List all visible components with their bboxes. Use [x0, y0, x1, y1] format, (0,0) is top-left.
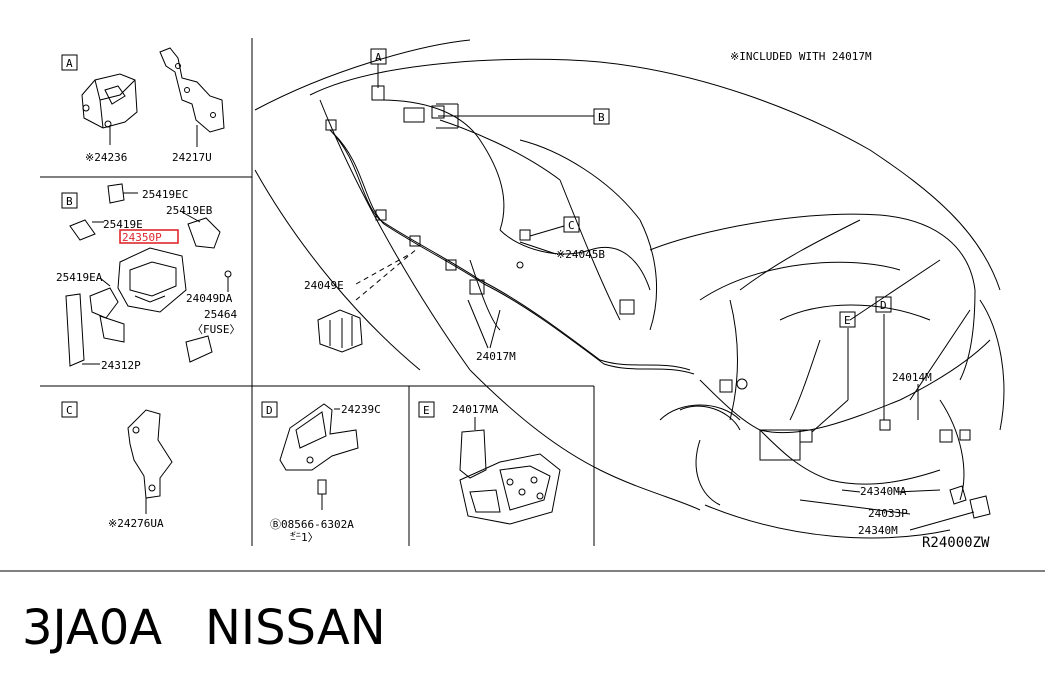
- part-label-fuse: 〈FUSE〉: [192, 323, 241, 336]
- part-24236-drawing: [81, 73, 138, 145]
- part-label-qty: ㌑1〉: [290, 530, 319, 544]
- part-label-24340m: 24340M: [858, 524, 898, 537]
- part-label-25419ec: 25419EC: [142, 188, 188, 201]
- part-label-24017m: 24017M: [476, 350, 516, 363]
- callout-a: A: [370, 48, 387, 65]
- panel-c: C ※24276UA: [61, 401, 173, 530]
- callout-c: C: [563, 216, 580, 233]
- part-label-24236: ※24236: [85, 151, 127, 164]
- part-label-24033p: 24033P: [868, 507, 908, 520]
- part-label-25419e: 25419E: [103, 218, 143, 231]
- part-label-24350p: 24350P: [122, 231, 162, 244]
- panel-d: D 24239C Ⓑ08566-6302A ㌑1〉: [261, 401, 381, 544]
- callout-b-letter: B: [598, 111, 605, 124]
- callout-b: B: [593, 108, 610, 125]
- drawing-code: R24000ZW: [922, 535, 990, 551]
- part-label-24049da: 24049DA: [186, 292, 233, 305]
- vehicle-body-drawing: [254, 39, 1005, 539]
- part-label-24014m: 24014M: [892, 371, 932, 384]
- part-label-25464: 25464: [204, 308, 237, 321]
- callout-e-letter: E: [844, 314, 851, 327]
- panel-e-letter: E: [423, 404, 430, 417]
- panel-c-letter: C: [66, 404, 73, 417]
- part-label-24340ma: 24340MA: [860, 485, 907, 498]
- panel-a-letter: A: [66, 57, 73, 70]
- panel-e: E 24017MA: [418, 401, 561, 525]
- callout-a-letter: A: [375, 51, 382, 64]
- part-24217u-drawing: [159, 47, 225, 147]
- part-24239c-drawing: [279, 403, 359, 510]
- part-label-24017ma: 24017MA: [452, 403, 499, 416]
- main-harness-drawing: [317, 85, 991, 519]
- callout-c-letter: C: [568, 219, 575, 232]
- panel-b: B 25419EC 25419EB 25419E 24350P 25419EA …: [56, 183, 241, 372]
- part-label-08566: Ⓑ08566-6302A: [270, 518, 354, 531]
- callout-e: E: [839, 311, 856, 328]
- part-label-25419eb: 25419EB: [166, 204, 213, 217]
- part-label-24276ua: ※24276UA: [108, 517, 164, 530]
- panel-d-letter: D: [266, 404, 273, 417]
- part-label-24045b: ※24045B: [556, 248, 605, 261]
- part-label-24049e: 24049E: [304, 279, 344, 292]
- footer-brand: NISSAN: [205, 600, 386, 656]
- part-label-25419ea: 25419EA: [56, 271, 103, 284]
- highlight-box-24350p: [119, 229, 179, 244]
- fuse-block-drawing: [65, 183, 232, 367]
- leader-lines: [355, 64, 975, 531]
- panel-b-letter: B: [66, 195, 73, 208]
- part-24276ua-drawing: [127, 409, 173, 514]
- footer-code: 3JA0A: [22, 600, 163, 656]
- header-note: ※INCLUDED WITH 24017M: [730, 50, 872, 63]
- part-24017ma-drawing: [459, 417, 561, 525]
- part-label-24239c: 24239C: [341, 403, 381, 416]
- callout-d: D: [875, 296, 892, 313]
- part-label-24312p: 24312P: [101, 359, 141, 372]
- panel-grid: [0, 38, 1045, 572]
- part-label-24217u: 24217U: [172, 151, 212, 164]
- panel-a: A ※24236 24217U: [61, 47, 225, 164]
- callout-d-letter: D: [880, 299, 887, 312]
